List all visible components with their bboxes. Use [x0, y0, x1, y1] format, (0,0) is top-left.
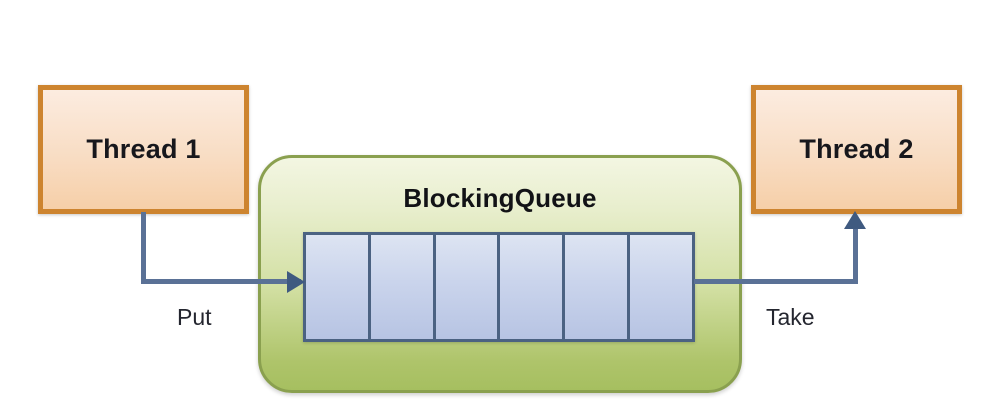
thread-1-box[interactable]: Thread 1 — [38, 85, 249, 214]
queue-cell[interactable] — [500, 235, 566, 339]
thread-2-box[interactable]: Thread 2 — [751, 85, 962, 214]
queue-cell[interactable] — [370, 235, 436, 339]
queue-cell[interactable] — [435, 235, 501, 339]
queue-cell[interactable] — [306, 235, 371, 339]
put-connector-horizontal — [141, 279, 301, 284]
take-connector-vertical — [853, 228, 858, 284]
put-edge-label: Put — [177, 304, 212, 330]
take-connector-horizontal — [694, 279, 858, 284]
put-arrowhead-icon — [287, 271, 305, 293]
queue-cell[interactable] — [565, 235, 631, 339]
queue-cell[interactable] — [630, 235, 692, 339]
take-arrowhead-icon — [844, 211, 866, 229]
put-connector-vertical — [141, 212, 146, 284]
thread-1-label: Thread 1 — [86, 134, 201, 164]
thread-2-label: Thread 2 — [799, 134, 914, 164]
take-edge-label: Take — [766, 304, 815, 330]
queue-cell-row — [303, 232, 695, 342]
blocking-queue-title: BlockingQueue — [403, 183, 597, 213]
